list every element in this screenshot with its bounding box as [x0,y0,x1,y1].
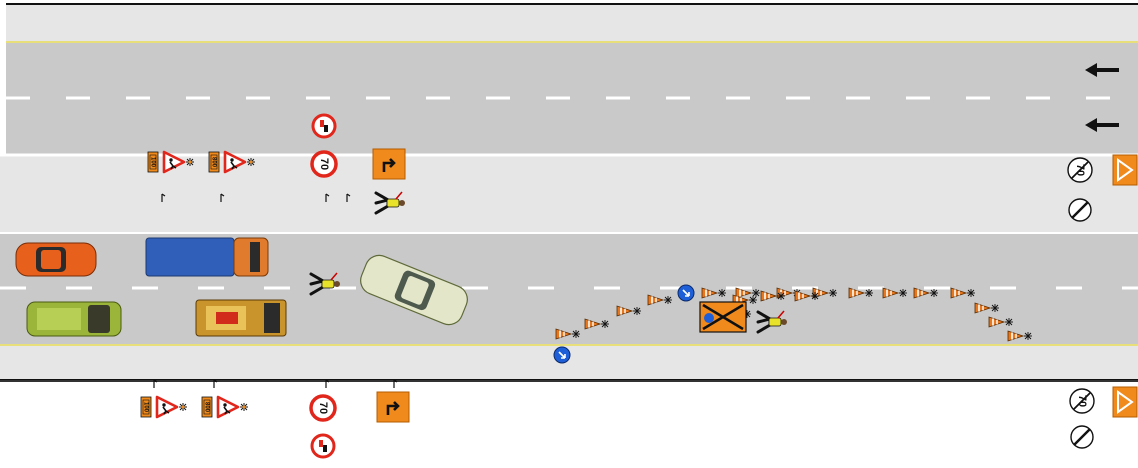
direction-sign [375,390,411,424]
speed-limit-value: 70 [318,158,330,170]
no-overtaking-sign [311,113,337,139]
white-car [360,254,468,326]
green-van [26,301,122,337]
distance-plate-label: 100 [142,402,148,413]
direction-sign [371,147,407,181]
distance-plate-label: 100 [149,157,155,168]
sign-post [325,379,330,389]
yellow-truck [195,299,287,337]
keep-right-beacon [553,346,571,364]
distance-plate-label: 800 [210,157,216,168]
speed-limit-sign: 70 [310,150,338,178]
keep-right-beacon [677,284,695,302]
men-at-work-sign [155,395,189,419]
edge-warning-sign [1112,386,1138,418]
orange-car [15,242,97,277]
top-boundary-line [6,3,1138,5]
speed-limit-end-sign: 70 [1069,388,1095,414]
sign-post [153,379,158,389]
end-restriction-sign [1067,197,1093,223]
arrow-board-trailer [699,301,747,333]
bottom-shoulder [0,345,1138,379]
speed-limit-value: 70 [317,402,329,414]
road [0,3,1138,382]
top-shoulder [6,5,1138,42]
distance-plate-label: 800 [203,402,209,413]
men-at-work-sign [216,395,250,419]
sign-post [393,379,398,389]
speed-limit-end-sign: 70 [1067,157,1093,183]
sign-post [213,379,218,389]
median-strip [0,155,1138,233]
no-overtaking-sign [310,433,336,459]
blue-truck [145,237,269,277]
edge-warning-sign [1112,154,1138,186]
end-restriction-sign [1069,424,1095,450]
speed-limit-sign: 70 [309,394,337,422]
bottom-boundary-line [0,379,1138,382]
